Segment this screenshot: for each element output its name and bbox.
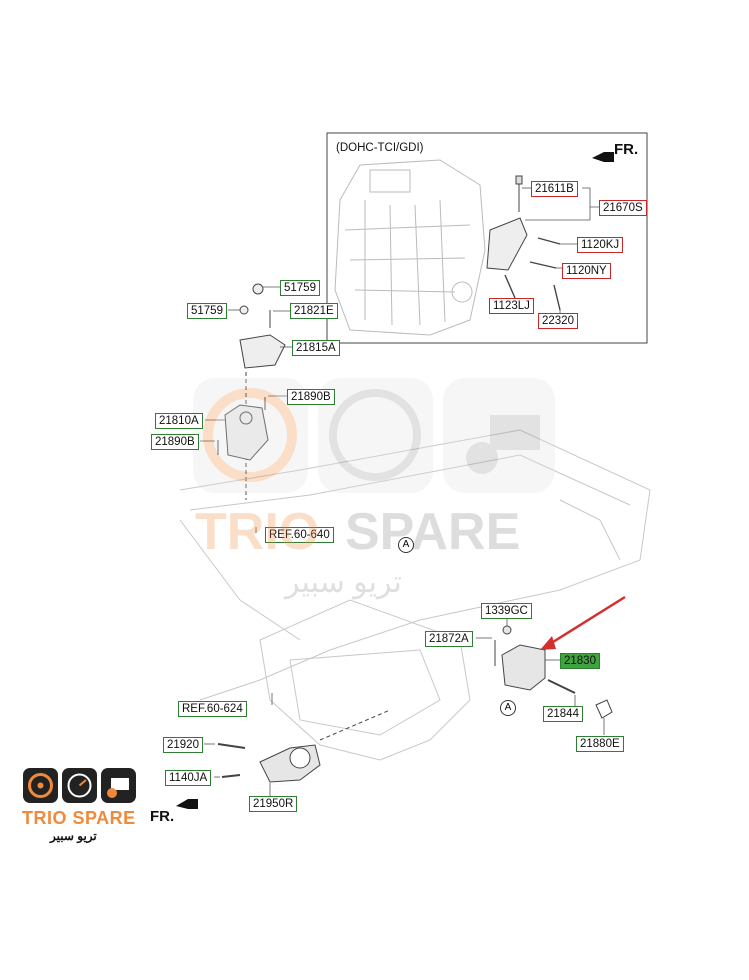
- watermark-trio: TRIO: [195, 503, 320, 561]
- inset-frame: [326, 132, 648, 344]
- watermark-icons: [193, 378, 555, 493]
- arrow-red: [544, 595, 626, 649]
- upper-mount-assembly: [217, 283, 286, 500]
- part-21880e[interactable]: 21880E: [576, 736, 624, 752]
- part-1120ny[interactable]: 1120NY: [562, 263, 611, 279]
- frame-sketch: [179, 429, 651, 761]
- part-21844[interactable]: 21844: [543, 706, 583, 722]
- inset-variant: (DOHC-TCI/GDI): [336, 142, 424, 154]
- part-21815a[interactable]: 21815A: [292, 340, 340, 356]
- part-51759-left[interactable]: 51759: [187, 303, 227, 319]
- part-1120kj[interactable]: 1120KJ: [577, 237, 624, 253]
- watermark-arabic: تريو سبير: [285, 566, 402, 599]
- bracket-21670s: [486, 175, 528, 271]
- part-1140ja[interactable]: 1140JA: [165, 770, 212, 786]
- front-arrow-icon-main: [176, 799, 198, 809]
- part-21670s[interactable]: 21670S: [599, 200, 647, 216]
- part-22320[interactable]: 22320: [538, 313, 578, 329]
- engine-block-sketch: [334, 159, 486, 336]
- part-21890b-top[interactable]: 21890B: [287, 389, 335, 405]
- part-51759-top[interactable]: 51759: [280, 280, 320, 296]
- ref-60-624[interactable]: REF.60-624: [178, 701, 247, 717]
- front-arrow-icon-inset: [592, 152, 614, 162]
- part-21890b-bottom[interactable]: 21890B: [151, 434, 199, 450]
- part-21920[interactable]: 21920: [163, 737, 203, 753]
- part-21810a[interactable]: 21810A: [155, 413, 203, 429]
- part-21950r[interactable]: 21950R: [249, 796, 298, 812]
- logo-icons: [23, 768, 136, 803]
- part-1123lj[interactable]: 1123LJ: [489, 298, 534, 314]
- main-front-label: FR.: [150, 808, 175, 825]
- roll-stopper-21950r: [217, 709, 391, 783]
- part-21821e[interactable]: 21821E: [290, 303, 338, 319]
- logo-brand: TRIO SPARE: [22, 808, 136, 828]
- watermark-spare: SPARE: [345, 503, 521, 561]
- marker-a-upper: A: [398, 537, 414, 553]
- part-21872a[interactable]: 21872A: [425, 631, 473, 647]
- logo-arabic: تريو سبير: [50, 829, 97, 843]
- lower-mount-21830: [494, 625, 613, 719]
- part-21830[interactable]: 21830: [560, 653, 600, 669]
- marker-a-lower: A: [500, 700, 516, 716]
- part-1339gc[interactable]: 1339GC: [481, 603, 532, 619]
- inset-front-label: FR.: [614, 141, 639, 158]
- part-21611b[interactable]: 21611B: [531, 181, 578, 197]
- ref-60-640[interactable]: REF.60-640: [265, 527, 334, 543]
